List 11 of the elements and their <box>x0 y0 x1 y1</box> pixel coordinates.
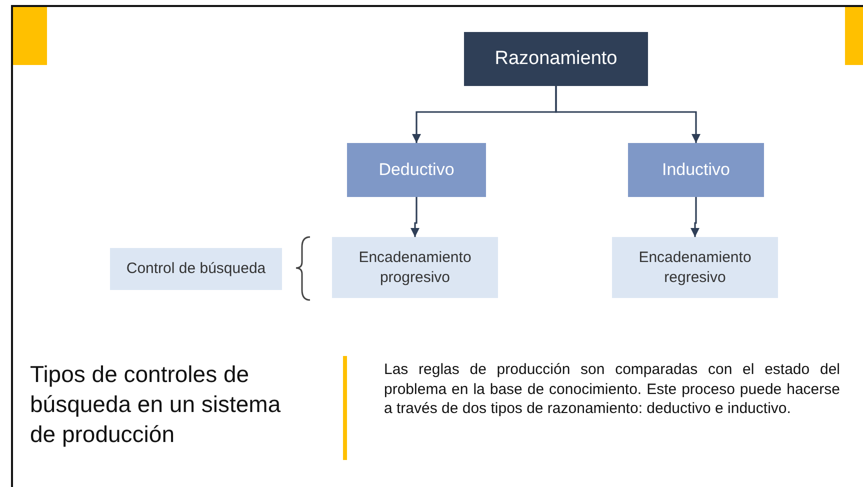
process-box: Inductivo <box>628 143 764 197</box>
process-box: Razonamiento <box>464 32 648 86</box>
process-box: Encadenamiento regresivo <box>612 237 778 298</box>
process-box: Deductivo <box>347 143 486 197</box>
arrow <box>410 197 420 237</box>
arrow <box>690 197 700 237</box>
description-paragraph: Las reglas de producción son comparadas con el estado del problema en la base de conocimiento. Este proceso puede hacerse a través de dos tipos de razonamiento: deductivo e inductivo. <box>384 360 840 418</box>
heading: Tipos de controles de búsqueda en un sistema de producción <box>30 360 282 449</box>
arrow <box>555 86 700 143</box>
process-box: Encadenamiento progresivo <box>332 237 498 298</box>
process-box: Control de búsqueda <box>110 248 282 290</box>
